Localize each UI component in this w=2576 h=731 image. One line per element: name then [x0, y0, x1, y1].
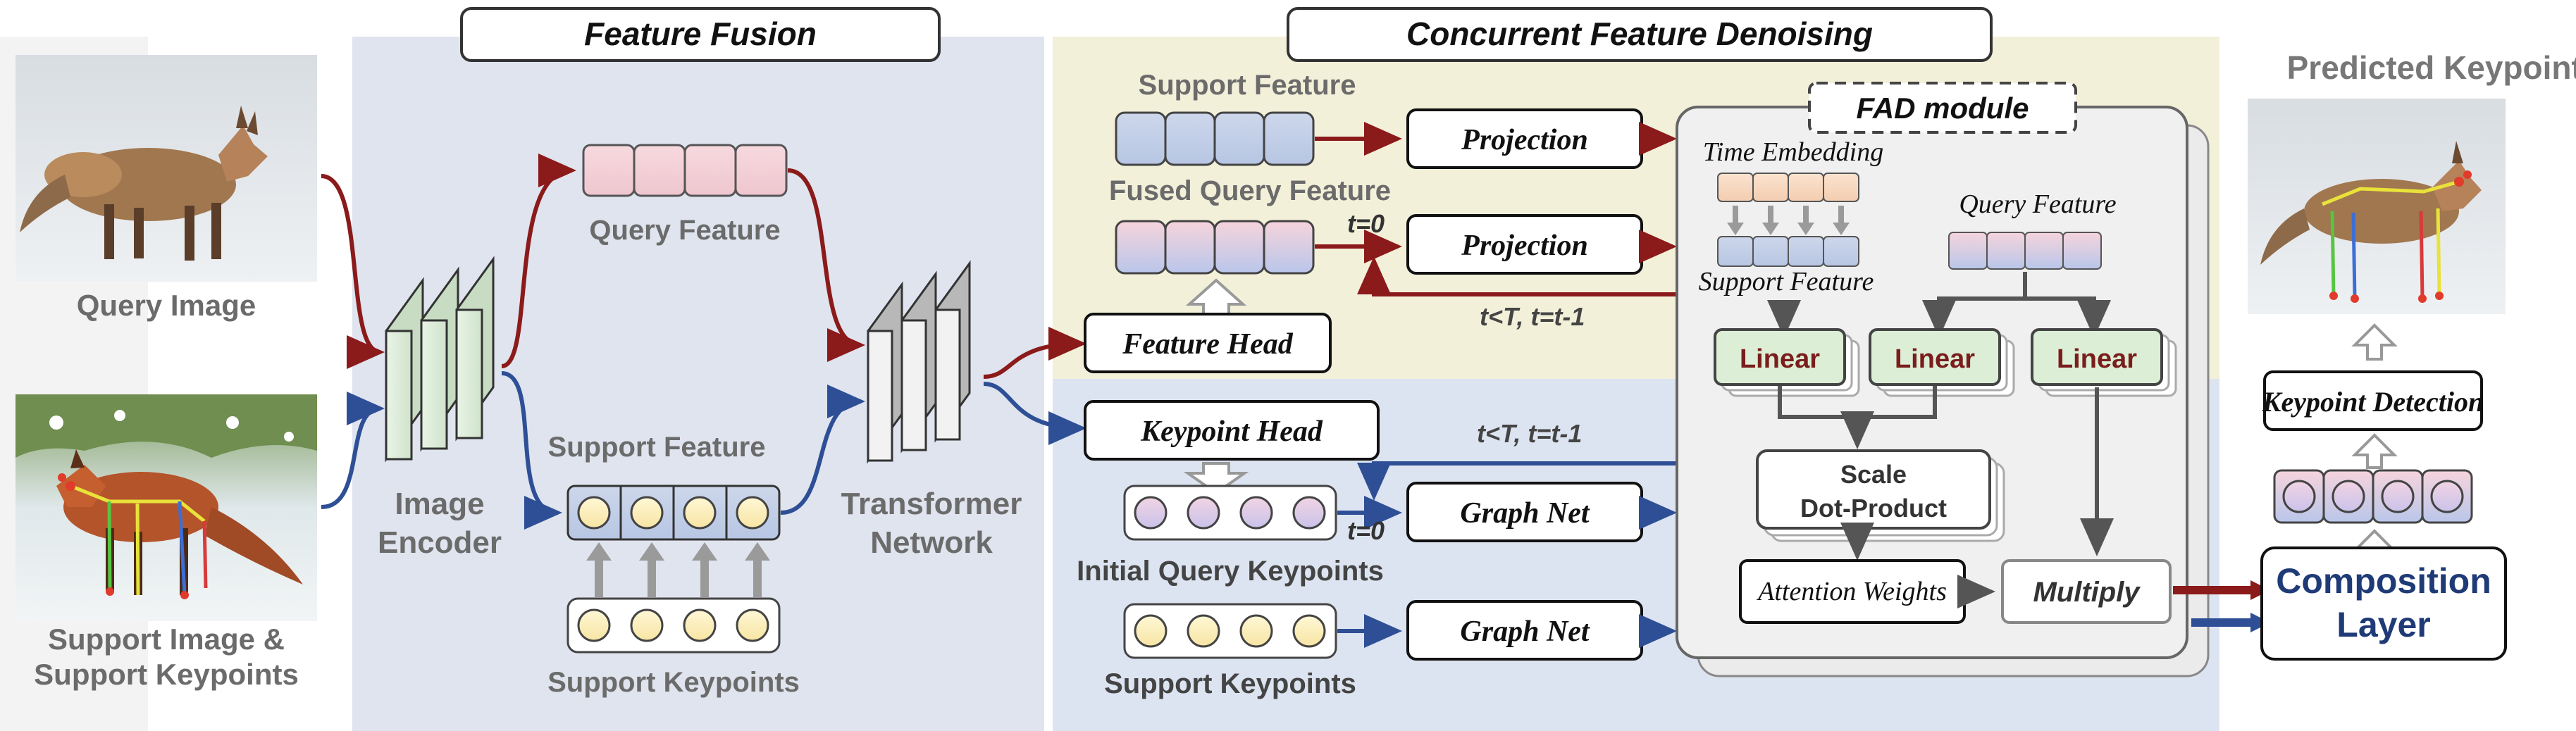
denoise-support-keypoints-tokens — [1123, 603, 1337, 659]
time-embedding-tokens — [1717, 173, 1859, 202]
support-keypoint-up-arrows — [586, 542, 770, 597]
feature-fusion-title: Feature Fusion — [584, 15, 817, 52]
t0-bottom-label: t=0 — [1347, 516, 1385, 545]
feature-head-label: Feature Head — [1122, 328, 1293, 361]
denoise-support-keypoints-label: Support Keypoints — [1104, 668, 1356, 699]
keypoint-loop-arrow — [1357, 461, 1677, 501]
linear-box-1 — [1714, 328, 1860, 397]
transformer-label-line1: Transformer — [841, 487, 1022, 521]
denoising-title-box — [1287, 7, 1993, 62]
scale-label-line2: Dot-Product — [1800, 494, 1947, 523]
t0-top-label: t=0 — [1347, 209, 1385, 238]
detection-to-image-arrow — [2351, 323, 2398, 361]
support-keypoints-label: Support Keypoints — [547, 667, 800, 698]
composition-label-line2: Layer — [2336, 605, 2430, 644]
transformer-block — [867, 260, 971, 464]
support-feature-to-transformer-arrow — [780, 385, 865, 515]
denoise-support-feature-tokens — [1115, 111, 1315, 166]
linear-box-3 — [2031, 328, 2177, 397]
predicted-keypoints-image — [2248, 99, 2506, 314]
graph-net-label-2: Graph Net — [1460, 616, 1590, 648]
support-image-label-line1: Support Image & — [48, 623, 285, 656]
support-image-label-line2: Support Keypoints — [34, 658, 299, 691]
projection-label-1: Projection — [1461, 124, 1588, 156]
query-feature-label: Query Feature — [589, 215, 780, 246]
image-encoder-label-line2: Encoder — [378, 525, 502, 560]
keypoint-head-label: Keypoint Head — [1140, 416, 1323, 448]
attention-weights-label: Attention Weights — [1756, 577, 1947, 606]
time-embedding-label: Time Embedding — [1703, 137, 1883, 167]
keypoint-detection-label: Keypoint Detection — [2262, 386, 2484, 418]
linear-label-3: Linear — [2057, 344, 2137, 374]
image-encoder-block — [385, 256, 495, 463]
projection-label-2: Projection — [1461, 230, 1588, 262]
feature-loop-arrow — [1357, 256, 1677, 296]
multiply-label: Multiply — [2033, 577, 2141, 608]
fad-module-title-box — [1808, 82, 2077, 134]
query-to-linear3-arrow — [2025, 296, 2111, 338]
query-feature-tokens — [582, 144, 788, 197]
graph-net-label-1: Graph Net — [1460, 497, 1590, 530]
initial-query-keypoints-label: Initial Query Keypoints — [1077, 556, 1384, 587]
t-loop-bottom-label: t<T, t=t-1 — [1477, 419, 1582, 448]
keypoint-head-box — [1084, 400, 1380, 461]
query-to-linear2-arrow — [1922, 272, 2027, 338]
denoise-support-feature-label: Support Feature — [1139, 70, 1356, 101]
t-loop-top-label: t<T, t=t-1 — [1480, 302, 1585, 331]
denoising-title: Concurrent Feature Denoising — [1406, 15, 1873, 52]
query-image-label: Query Image — [77, 289, 256, 322]
scale-label-line1: Scale — [1840, 460, 1907, 489]
feature-fusion-title-box — [460, 7, 941, 62]
support-image-to-encoder-arrow — [321, 392, 385, 509]
composition-label-line1: Composition — [2276, 561, 2491, 601]
query-feature-to-transformer-arrow — [787, 168, 865, 362]
feature-head-up-arrow — [1185, 278, 1247, 317]
fad-support-feature-tokens — [1717, 236, 1859, 267]
transformer-to-keypoint-head-arrow — [983, 382, 1086, 445]
time-embedding-down-arrows — [1727, 206, 1850, 235]
keypoint-detection-box — [2263, 370, 2483, 431]
multiply-box — [2001, 559, 2172, 624]
encoder-to-support-feature-arrow — [501, 371, 562, 530]
encoder-to-query-feature-arrow — [501, 154, 576, 368]
fad-query-feature-label: Query Feature — [1959, 189, 2116, 219]
linear-label-2: Linear — [1895, 344, 1975, 374]
predicted-keypoints-title: Predicted Keypoints — [2287, 49, 2576, 86]
fused-query-feature-label: Fused Query Feature — [1109, 175, 1391, 206]
support-feature-label: Support Feature — [548, 432, 766, 463]
fused-query-feature-tokens — [1115, 220, 1315, 275]
linear-box-2 — [1869, 328, 2015, 397]
fad-support-feature-label: Support Feature — [1699, 267, 1874, 296]
support-keypoints-tokens — [566, 597, 781, 654]
support-image — [16, 394, 317, 621]
composition-layer-box — [2260, 546, 2507, 661]
output-keypoint-tokens — [2273, 469, 2473, 524]
feature-head-box — [1084, 313, 1332, 373]
keypoint-head-down-arrow — [1183, 462, 1249, 495]
image-encoder-label-line1: Image — [395, 487, 484, 521]
linear-label-1: Linear — [1740, 344, 1820, 374]
transformer-to-feature-head-arrow — [983, 327, 1086, 379]
query-image-to-encoder-arrow — [321, 174, 385, 369]
query-image — [16, 55, 317, 282]
fad-module-title: FAD module — [1856, 92, 2029, 125]
fad-query-feature-tokens — [1948, 232, 2102, 270]
scale-dot-product-box — [1756, 449, 2005, 542]
initial-query-keypoints-tokens — [1123, 485, 1337, 541]
support-feature-tokens — [566, 485, 781, 541]
tokens-to-detection-arrow — [2351, 433, 2398, 469]
transformer-label-line2: Network — [870, 525, 993, 560]
